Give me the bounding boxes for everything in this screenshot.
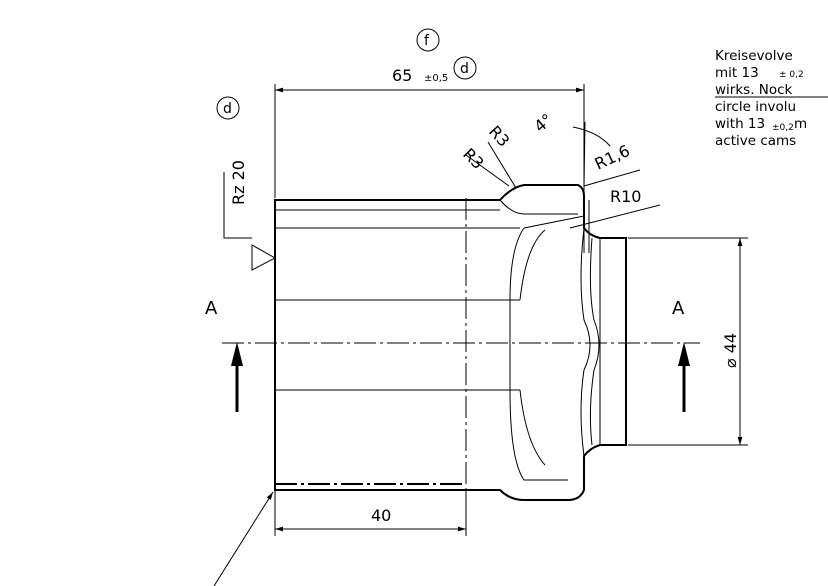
dimension-40 xyxy=(274,490,467,536)
dimension-diameter xyxy=(628,237,748,446)
svg-text:d: d xyxy=(460,61,469,77)
note-line-4: circle involu xyxy=(715,99,796,115)
note-tolerance-2: ±0,2 xyxy=(772,123,794,133)
radius-r3-a: R3 xyxy=(459,144,487,172)
note-line-5: with 13 xyxy=(715,116,765,132)
note-line-1: Kreisevolve xyxy=(715,48,793,64)
part-outline xyxy=(274,184,627,501)
roughness-symbol xyxy=(223,172,277,271)
leader-bottom xyxy=(213,491,274,586)
thread-lines xyxy=(275,199,466,485)
roughness-value: Rz 20 xyxy=(229,160,248,205)
angle-4deg: 4° xyxy=(530,110,556,136)
svg-text:f: f xyxy=(424,33,430,49)
note-line-6: active cams xyxy=(715,133,796,149)
radius-leaders xyxy=(465,121,661,229)
part-internal-lines xyxy=(275,186,601,492)
section-label-right: A xyxy=(672,298,685,319)
section-arrowhead-left xyxy=(231,342,243,366)
note-tail-2: m xyxy=(794,116,807,132)
dimension-65-value: 65 xyxy=(392,66,412,85)
dimension-65 xyxy=(274,84,585,198)
dimension-40-value: 40 xyxy=(371,506,391,525)
note-line-3: wirks. Nock xyxy=(715,82,793,98)
dimension-65-tolerance: ±0,5 xyxy=(424,73,448,84)
radius-r3-b: R3 xyxy=(485,122,513,151)
section-arrowhead-right xyxy=(678,342,690,366)
marker-d-top: d xyxy=(453,56,477,80)
note-line-2: mit 13 xyxy=(715,65,759,81)
note-block: Kreisevolve mit 13 ± 0,2 wirks. Nock cir… xyxy=(715,48,828,149)
marker-f: f xyxy=(416,28,440,52)
marker-d-left: d xyxy=(216,96,240,120)
note-tolerance-1: ± 0,2 xyxy=(779,70,804,80)
dimension-diameter-value: ⌀ 44 xyxy=(721,333,740,368)
radius-r1-6: R1,6 xyxy=(592,141,633,174)
radius-r10: R10 xyxy=(610,187,641,206)
section-label-left: A xyxy=(205,298,218,319)
svg-text:d: d xyxy=(223,101,232,117)
